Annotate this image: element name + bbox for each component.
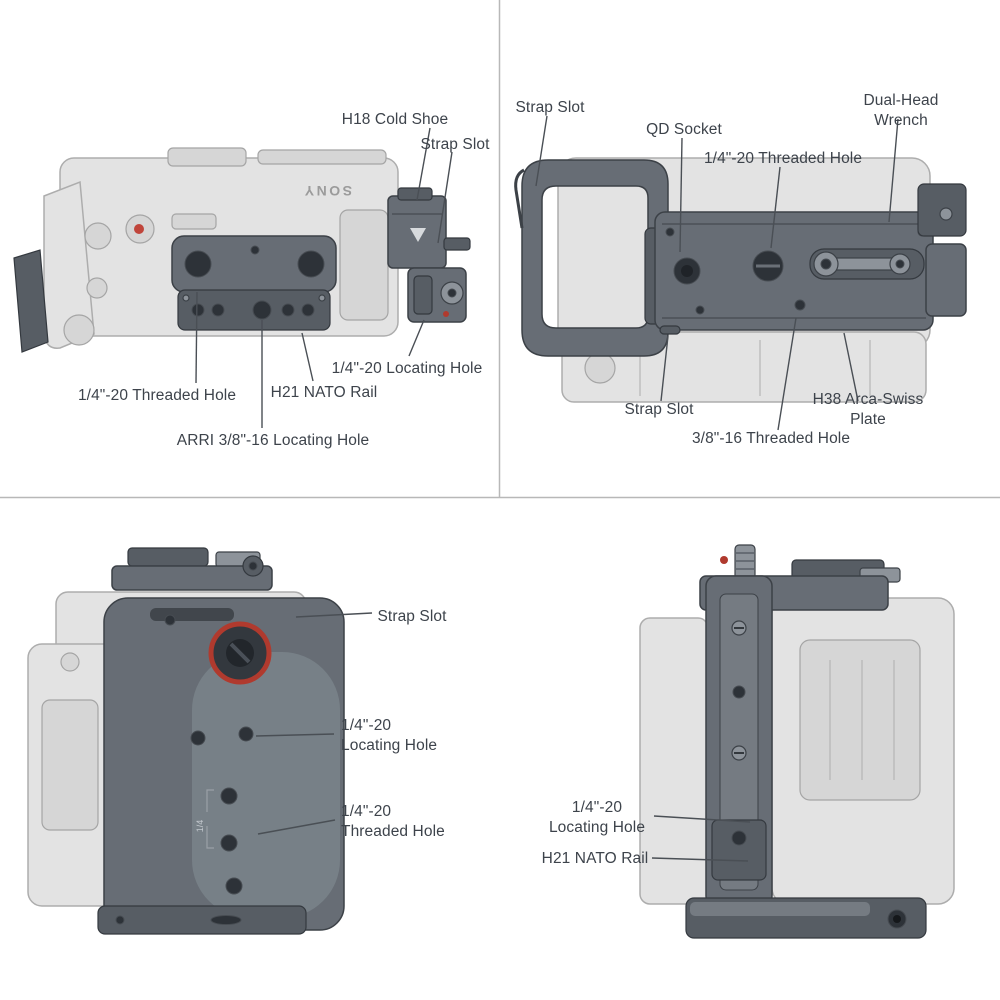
- screw-detail: [250, 245, 260, 255]
- callout-lines-bottom-right: [651, 815, 751, 862]
- threaded-hole: [297, 250, 325, 278]
- screw-detail: [115, 915, 125, 925]
- strap-slot-part: [443, 237, 471, 251]
- vertical-nato-rail: [705, 575, 773, 907]
- cage-side-bracket: [13, 249, 49, 353]
- threaded-hole: [220, 787, 238, 805]
- dual-head-wrench-tool: [813, 251, 911, 277]
- mode-dial-ghost: [84, 222, 112, 250]
- grip-bulge: [192, 652, 340, 918]
- locating-hole: [190, 730, 206, 746]
- screw-detail: [939, 207, 953, 221]
- sony-logo: SONY: [302, 183, 352, 199]
- arca-swiss-base-plate: [654, 211, 934, 331]
- top-slot: [150, 608, 234, 621]
- locating-hole: [238, 726, 254, 742]
- label-threaded-hole-bl: 1/4"-20 Threaded Hole: [341, 803, 445, 840]
- label-arri-locating-hole: ARRI 3/8"-16 Locating Hole: [176, 432, 370, 450]
- label-threaded-hole-tl: 1/4"-20 Threaded Hole: [77, 387, 237, 405]
- screw-detail: [318, 294, 326, 302]
- rail-hole: [211, 303, 225, 317]
- label-dual-head-wrench: Dual-Head Wrench: [863, 92, 939, 129]
- screw-detail: [695, 305, 705, 315]
- threaded-hole: [184, 250, 212, 278]
- top-rail-parts: [111, 547, 273, 591]
- camera-side-ghost: [639, 597, 955, 905]
- view-bottom-left: 1/4: [27, 547, 373, 935]
- arri-locating-hole: [252, 300, 272, 320]
- view-bottom-right: [639, 544, 955, 939]
- label-locating-hole-tl: 1/4"-20 Locating Hole: [331, 360, 483, 378]
- label-locating-hole-br: 1/4"-20 Locating Hole: [548, 799, 646, 836]
- callout-lines-bottom-left: [255, 612, 373, 835]
- callout-lines-top-right: [535, 115, 899, 431]
- label-threaded-hole-tr: 1/4"-20 Threaded Hole: [703, 150, 863, 168]
- red-index-dot: [443, 311, 449, 317]
- right-side-parts: [917, 183, 967, 317]
- bottom-plate-front: [97, 905, 307, 935]
- label-strap-slot-tr-bottom: Strap Slot: [624, 401, 694, 419]
- strap-slot-bottom-part: [659, 325, 681, 335]
- label-nato-rail-tl: H21 NATO Rail: [270, 384, 378, 402]
- rail-hole: [732, 685, 746, 699]
- threaded-hole: [220, 834, 238, 852]
- strap-slot-top-detail: [514, 168, 525, 229]
- callout-lines-top-left: [195, 127, 453, 428]
- arrow-marking: [410, 228, 426, 242]
- label-strap-slot-bl: Strap Slot: [377, 608, 447, 626]
- rail-hole: [191, 303, 205, 317]
- screw-detail: [665, 227, 675, 237]
- threaded-hole-38: [794, 299, 806, 311]
- label-qd-socket: QD Socket: [646, 121, 722, 139]
- label-h18-cold-shoe: H18 Cold Shoe: [341, 111, 449, 129]
- side-bracket-knob: [407, 267, 467, 323]
- screw-detail: [164, 614, 176, 626]
- screw-detail: [182, 294, 190, 302]
- rail-hole: [301, 303, 315, 317]
- cage-bottom-plate: [171, 235, 337, 293]
- label-strap-slot-tr-top: Strap Slot: [515, 99, 585, 117]
- rail-hole: [281, 303, 295, 317]
- nato-rail: [177, 289, 331, 331]
- threaded-hole: [225, 877, 243, 895]
- locating-hole: [731, 830, 747, 846]
- view-top-right: [514, 115, 967, 431]
- plate-slot: [210, 915, 242, 925]
- record-button-ghost: [134, 224, 144, 234]
- quarter-inch-engraving: 1/4: [195, 820, 205, 833]
- label-strap-slot-tl: Strap Slot: [420, 136, 490, 154]
- red-index-dot: [720, 556, 728, 564]
- cold-shoe-assembly: [387, 187, 471, 269]
- view-top-left: SONY: [13, 127, 471, 428]
- label-nato-rail-br: H21 NATO Rail: [541, 850, 649, 868]
- cage-front-plate: 1/4: [103, 597, 345, 931]
- label-arca-swiss-plate: H38 Arca-Swiss Plate: [812, 391, 924, 428]
- label-threaded-hole-38: 3/8"-16 Threaded Hole: [691, 430, 851, 448]
- bottom-plate-side: [685, 897, 927, 939]
- label-locating-hole-bl: 1/4"-20 Locating Hole: [341, 717, 438, 754]
